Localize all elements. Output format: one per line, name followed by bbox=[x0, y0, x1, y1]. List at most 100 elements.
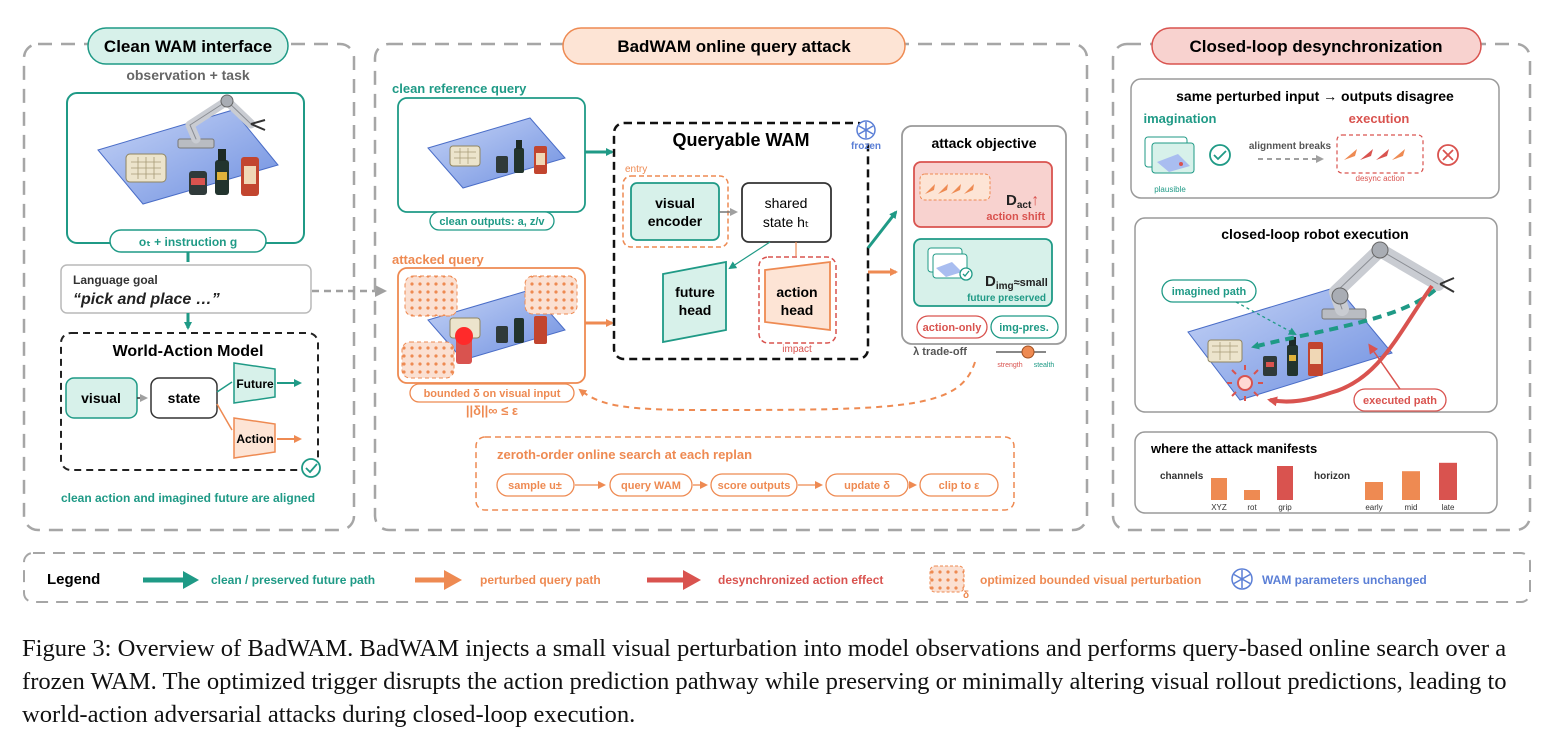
panel-clean-title: Clean WAM interface bbox=[104, 37, 272, 56]
bounded-delta-label: bounded δ on visual input bbox=[424, 388, 561, 400]
norm-constraint: ||δ||∞ ≤ ε bbox=[466, 403, 518, 418]
observation-label: oₜ + instruction g bbox=[139, 235, 237, 249]
stealth-label: stealth bbox=[1034, 362, 1055, 369]
legend-title: Legend bbox=[47, 571, 100, 588]
d-img-symbol: D bbox=[985, 273, 996, 290]
impact-burst-icon bbox=[1227, 365, 1263, 401]
channels-bar-chart: XYZ rot grip bbox=[1211, 466, 1293, 512]
legend-snowflake-icon bbox=[1231, 568, 1253, 590]
legend-clean-path: clean / preserved future path bbox=[211, 573, 375, 587]
badwam-overview-diagram: Clean WAM interface observation + task o bbox=[22, 27, 1532, 603]
strength-label: strength bbox=[997, 362, 1022, 369]
visual-encoder-line1: visual bbox=[655, 195, 695, 211]
shared-state-line1: shared bbox=[765, 195, 808, 211]
panel-closed-title: Closed-loop desynchronization bbox=[1189, 37, 1442, 56]
img-pres-tag[interactable]: img-pres. bbox=[999, 322, 1049, 334]
horizon-tick-mid: mid bbox=[1405, 503, 1418, 512]
panel-badwam-attack: BadWAM online query attack clean referen… bbox=[373, 27, 1089, 532]
executed-path-label: executed path bbox=[1363, 395, 1437, 407]
search-step-update: update δ bbox=[844, 480, 890, 492]
future-head-line2: head bbox=[679, 302, 712, 318]
search-step-score: score outputs bbox=[718, 480, 791, 492]
imagined-path-label: imagined path bbox=[1172, 286, 1247, 298]
robot-execution-title: closed-loop robot execution bbox=[1221, 226, 1408, 242]
legend-delta: δ bbox=[963, 590, 969, 601]
robot-scene-clean bbox=[97, 94, 279, 205]
search-step-query: query WAM bbox=[621, 480, 681, 492]
robot-scene-closed-loop bbox=[1187, 241, 1455, 401]
execution-label: execution bbox=[1349, 111, 1410, 126]
scene-attacked-query bbox=[401, 275, 578, 379]
language-goal-label: Language goal bbox=[73, 273, 158, 287]
observation-subtitle: observation + task bbox=[126, 67, 250, 83]
tradeoff-slider[interactable] bbox=[996, 345, 1046, 359]
action-only-tag[interactable]: action-only bbox=[923, 322, 983, 334]
action-arrows-icon bbox=[925, 184, 974, 194]
legend: Legend clean / preserved future path per… bbox=[23, 552, 1531, 603]
scene-clean-query bbox=[427, 117, 566, 189]
horizon-bar-early bbox=[1365, 482, 1383, 500]
clean-footer: clean action and imagined future are ali… bbox=[61, 491, 315, 505]
channels-bar-rot bbox=[1244, 490, 1260, 500]
channels-tick-xyz: XYZ bbox=[1211, 503, 1227, 512]
clean-query-title: clean reference query bbox=[392, 81, 527, 96]
alignment-breaks-label: alignment breaks bbox=[1249, 141, 1332, 152]
d-act-subscript: act bbox=[1017, 200, 1032, 211]
imagination-check-icon bbox=[1209, 144, 1231, 166]
horizon-tick-late: late bbox=[1442, 503, 1455, 512]
legend-perturbation-swatch bbox=[929, 565, 965, 593]
horizon-bar-chart: early mid late bbox=[1365, 462, 1457, 512]
language-goal-text: “pick and place …” bbox=[73, 291, 220, 308]
d-act-symbol: D bbox=[1006, 192, 1017, 209]
figure-caption: Figure 3: Overview of BadWAM. BadWAM inj… bbox=[22, 635, 1507, 728]
desync-arrows-icon bbox=[1344, 149, 1405, 160]
channels-bar-grip bbox=[1277, 466, 1293, 500]
objective-title: attack objective bbox=[931, 135, 1036, 151]
node-state: state bbox=[168, 390, 201, 406]
frozen-snowflake-icon bbox=[856, 120, 876, 140]
attacked-query-title: attacked query bbox=[392, 252, 485, 267]
d-img-small: ≈small bbox=[1014, 277, 1048, 289]
aligned-check-icon bbox=[301, 458, 321, 478]
channels-tick-grip: grip bbox=[1278, 503, 1292, 512]
node-future: Future bbox=[236, 377, 274, 391]
panel-closed-loop: Closed-loop desynchronization same pertu… bbox=[1111, 27, 1532, 532]
action-head-line2: head bbox=[781, 302, 814, 318]
svg-text:Dimg≈small: Dimg≈small bbox=[985, 273, 1048, 292]
search-title: zeroth-order online search at each repla… bbox=[497, 447, 752, 462]
horizon-tick-early: early bbox=[1365, 503, 1382, 512]
desync-action-label: desync action bbox=[1356, 174, 1405, 183]
disagree-title: same perturbed input → outputs disagree bbox=[1176, 88, 1454, 104]
action-head-line1: action bbox=[776, 284, 817, 300]
imagined-frames-icon bbox=[927, 247, 973, 281]
legend-perturbed-path: perturbed query path bbox=[480, 573, 601, 587]
node-action: Action bbox=[236, 432, 273, 446]
channels-tick-rot: rot bbox=[1247, 503, 1257, 512]
imagination-frames-icon bbox=[1144, 136, 1195, 174]
queryable-wam-title: Queryable WAM bbox=[672, 130, 809, 150]
manifest-title: where the attack manifests bbox=[1150, 441, 1317, 456]
plausible-label: plausible bbox=[1154, 185, 1186, 194]
clean-outputs-label: clean outputs: a, z/v bbox=[439, 216, 545, 228]
shared-state-line2: state hₜ bbox=[763, 214, 809, 230]
imagination-label: imagination bbox=[1144, 111, 1217, 126]
d-img-subscript: img bbox=[996, 281, 1014, 292]
d-act-up-arrow: ↑ bbox=[1031, 192, 1039, 209]
horizon-bar-late bbox=[1439, 462, 1457, 500]
legend-desync-effect: desynchronized action effect bbox=[718, 573, 883, 587]
search-step-clip: clip to ε bbox=[939, 480, 980, 492]
world-action-model-title: World-Action Model bbox=[113, 343, 264, 360]
horizon-bar-mid bbox=[1402, 471, 1420, 500]
legend-params-unchanged: WAM parameters unchanged bbox=[1262, 573, 1427, 587]
entry-label: entry bbox=[625, 164, 647, 175]
impact-label: impact bbox=[782, 344, 812, 355]
horizon-label: horizon bbox=[1314, 471, 1350, 482]
panel-clean-wam: Clean WAM interface observation + task o bbox=[22, 27, 356, 532]
svg-text:Dact↑: Dact↑ bbox=[1006, 192, 1039, 211]
channels-label: channels bbox=[1160, 471, 1204, 482]
execution-error-icon bbox=[1437, 144, 1459, 166]
search-steps: sample u± query WAM score outputs update… bbox=[496, 473, 999, 497]
visual-encoder-line2: encoder bbox=[648, 213, 703, 229]
future-head-line1: future bbox=[675, 284, 715, 300]
frozen-label: frozen bbox=[851, 141, 881, 152]
